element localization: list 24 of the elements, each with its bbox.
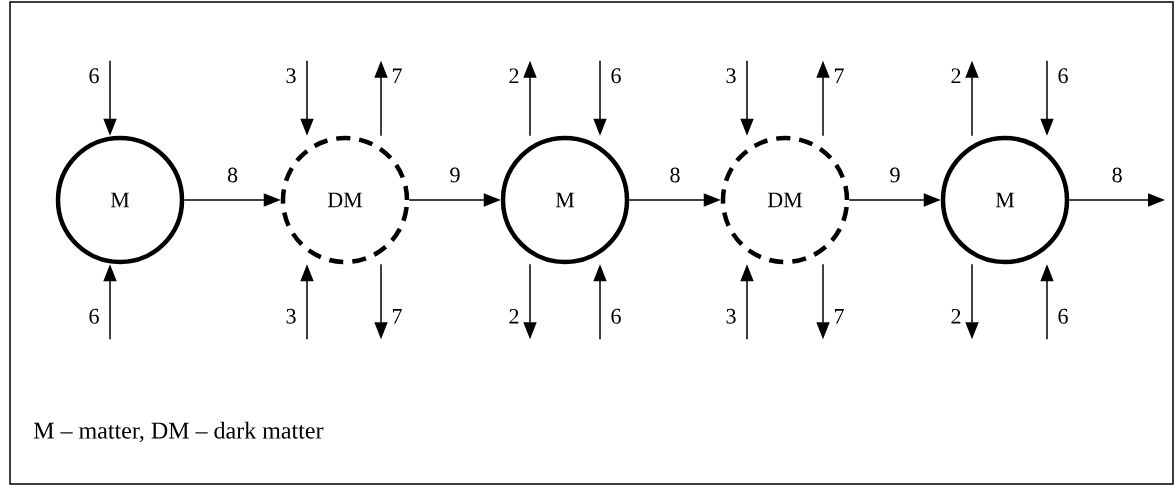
edge-label: 7 <box>392 309 402 324</box>
edge-label: 7 <box>834 68 844 83</box>
edge-label: 3 <box>286 68 296 84</box>
edge-label: 6 <box>1058 68 1068 84</box>
edge-label: 3 <box>726 308 736 324</box>
edge-label: 2 <box>951 68 961 83</box>
legend-text: M – matter, DM – dark matter <box>33 421 324 443</box>
edge-label: 6 <box>1058 308 1068 324</box>
edge-label: 6 <box>611 68 621 84</box>
edge-label: 6 <box>611 308 621 324</box>
edge-label: 8 <box>670 167 680 183</box>
edge-label: 3 <box>726 68 736 84</box>
edge-label: 2 <box>951 308 961 324</box>
edge-label: 8 <box>227 167 238 183</box>
edge-label: 9 <box>450 167 460 183</box>
edge-label: 9 <box>890 167 900 183</box>
edge-label: 6 <box>89 308 99 324</box>
edge-label: 2 <box>509 68 519 83</box>
edge-label: 2 <box>509 308 519 324</box>
edge-label: 3 <box>286 308 296 324</box>
edge-label: 7 <box>834 309 844 324</box>
edge-label: 6 <box>89 68 99 84</box>
edge-label: 7 <box>392 68 402 83</box>
edge-label: 8 <box>1112 167 1122 183</box>
